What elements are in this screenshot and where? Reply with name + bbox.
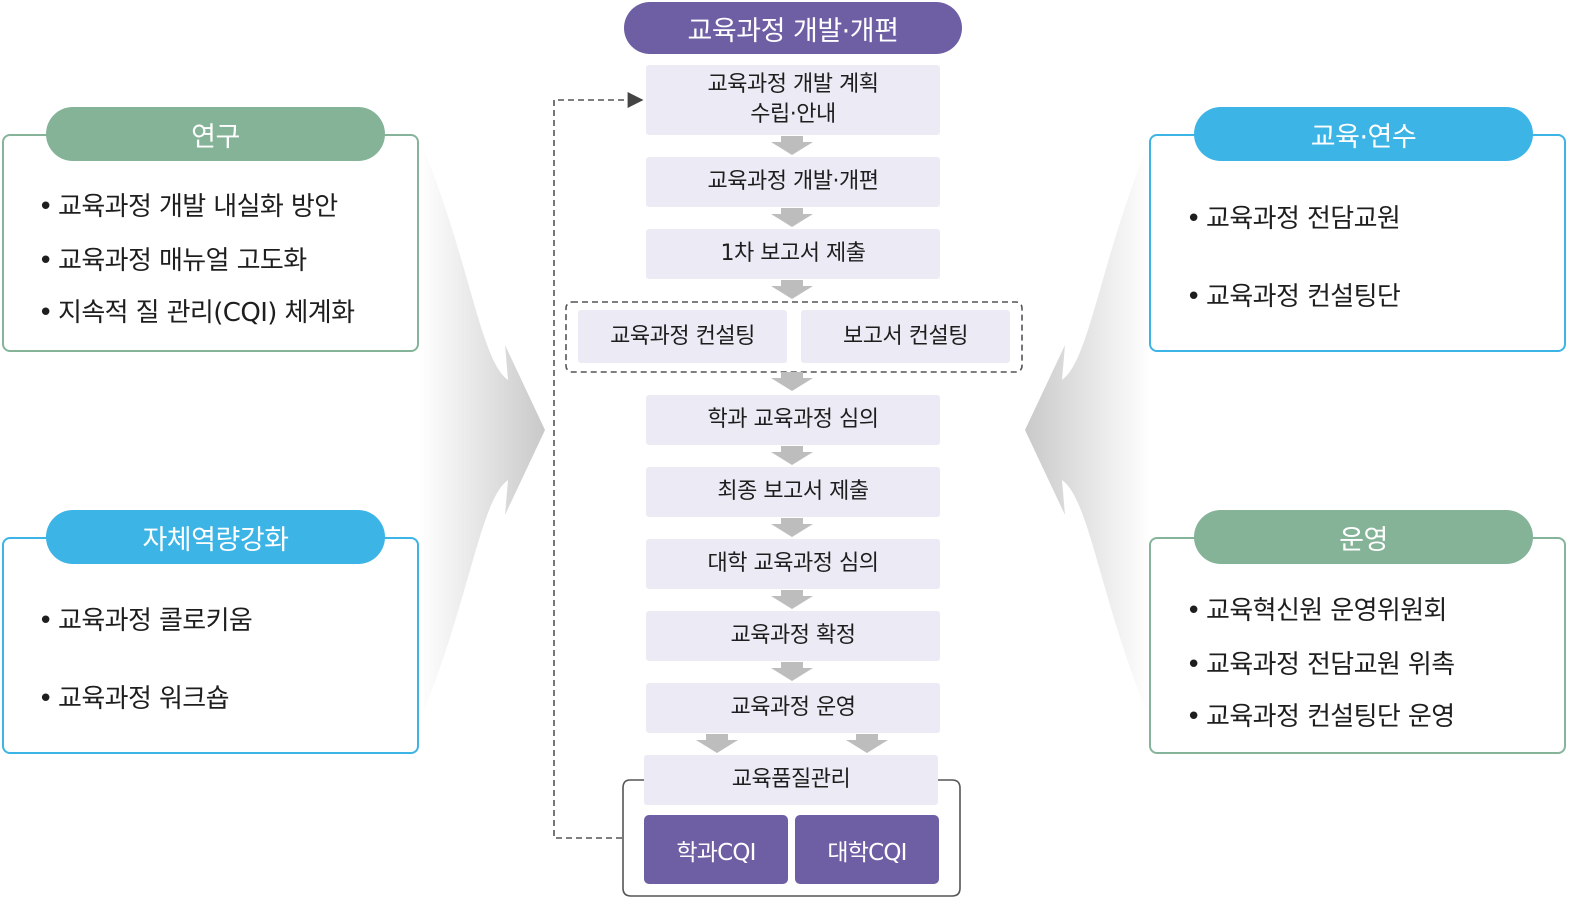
down-arrow	[696, 734, 738, 753]
quality-frame	[622, 779, 961, 897]
capacity-item: •교육과정 콜로키움	[38, 606, 253, 636]
operation-item: •교육과정 컨설팅단 운영	[1186, 702, 1455, 732]
cqi-dept: 학과CQI	[644, 815, 788, 884]
quality-label: 교육품질관리	[644, 755, 938, 805]
down-arrow	[771, 280, 813, 299]
step-plan: 교육과정 개발 계획 수립·안내	[646, 65, 940, 135]
operation-box	[1149, 537, 1566, 754]
consulting-curriculum: 교육과정 컨설팅	[578, 310, 787, 363]
down-arrow	[771, 136, 813, 155]
step-operate: 교육과정 운영	[646, 683, 940, 733]
training-title: 교육·연수	[1194, 107, 1533, 161]
feedback-loop-line	[553, 92, 644, 839]
step-final-report: 최종 보고서 제출	[646, 467, 940, 517]
step-confirm: 교육과정 확정	[646, 611, 940, 661]
research-item: •지속적 질 관리(CQI) 체계화	[38, 298, 355, 328]
step-dept-review: 학과 교육과정 심의	[646, 395, 940, 445]
capacity-box	[2, 537, 419, 754]
training-item: •교육과정 전담교원	[1186, 204, 1401, 234]
down-arrow	[846, 734, 888, 753]
research-item: •교육과정 개발 내실화 방안	[38, 192, 338, 222]
training-box	[1149, 134, 1566, 352]
step-first-report: 1차 보고서 제출	[646, 229, 940, 279]
operation-title: 운영	[1194, 510, 1533, 564]
capacity-title: 자체역량강화	[46, 510, 385, 564]
flow-title: 교육과정 개발·개편	[624, 2, 962, 54]
training-item: •교육과정 컨설팅단	[1186, 282, 1401, 312]
down-arrow	[771, 518, 813, 537]
capacity-item: •교육과정 워크숍	[38, 684, 230, 714]
down-arrow	[771, 590, 813, 609]
operation-item: •교육혁신원 운영위원회	[1186, 596, 1447, 626]
down-arrow	[771, 208, 813, 227]
operation-item: •교육과정 전담교원 위촉	[1186, 650, 1455, 680]
consulting-report: 보고서 컨설팅	[801, 310, 1010, 363]
down-arrow	[771, 372, 813, 391]
research-title: 연구	[46, 107, 385, 161]
down-arrow	[771, 662, 813, 681]
down-arrows	[696, 136, 888, 753]
step-univ-review: 대학 교육과정 심의	[646, 539, 940, 589]
right-converge-arrow	[1025, 140, 1150, 720]
left-converge-arrow	[420, 140, 545, 720]
down-arrow	[771, 446, 813, 465]
step-develop: 교육과정 개발·개편	[646, 157, 940, 207]
step-plan-label: 교육과정 개발 계획 수립·안내	[707, 72, 879, 127]
cqi-univ: 대학CQI	[795, 815, 939, 884]
research-item: •교육과정 매뉴얼 고도화	[38, 246, 307, 276]
